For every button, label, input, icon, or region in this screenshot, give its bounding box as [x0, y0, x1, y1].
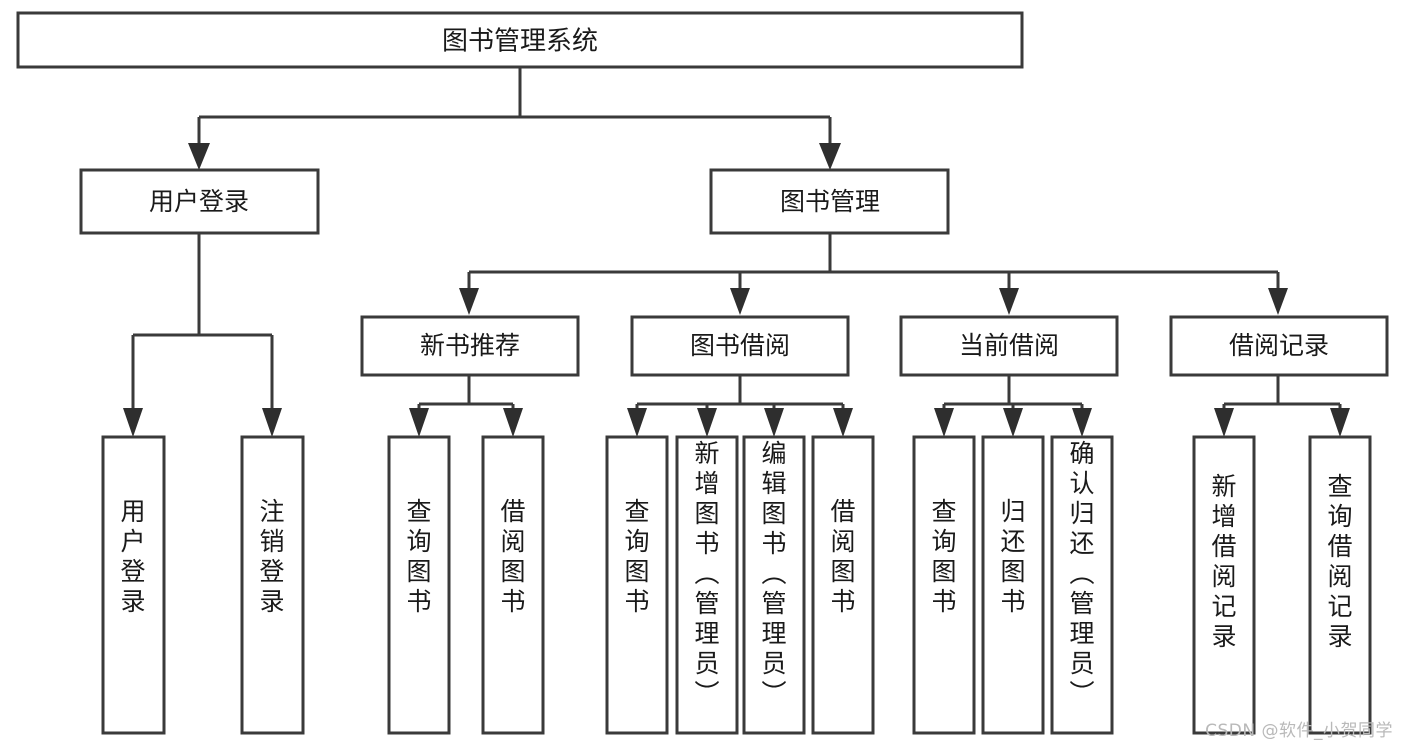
- node-current-borrow-label: 当前借阅: [959, 331, 1059, 360]
- connector-layer: [123, 67, 1350, 437]
- node-current-borrow-box[interactable]: [899, 315, 1119, 377]
- leaf-query-book-2[interactable]: 查询图书: [605, 435, 669, 735]
- arrow-head-leaf-add-record: [1214, 408, 1234, 437]
- leaf-user-login-box[interactable]: [101, 435, 166, 735]
- leaf-edit-book-label: 编辑图书︵管理员︶: [761, 439, 786, 708]
- node-borrow-record[interactable]: 借阅记录: [1169, 315, 1389, 377]
- leaf-query-book-3-label: 查询图书: [931, 497, 956, 616]
- leaf-borrow-book-1-box[interactable]: [481, 435, 545, 735]
- leaf-borrow-book-1-label: 借阅图书: [500, 497, 525, 616]
- arrow-head-new-book-recommend: [459, 288, 479, 315]
- arrow-head-leaf-query-book-1: [409, 408, 429, 437]
- node-new-book-recommend[interactable]: 新书推荐: [360, 315, 580, 377]
- node-book-borrow[interactable]: 图书借阅: [630, 315, 850, 377]
- leaf-add-book[interactable]: 新增图书︵管理员︶: [675, 435, 739, 735]
- node-user-login-box[interactable]: [79, 168, 320, 235]
- node-book-manage-box[interactable]: [709, 168, 950, 235]
- arrow-head-leaf-confirm-return: [1072, 408, 1092, 437]
- leaf-query-book-1-box[interactable]: [387, 435, 451, 735]
- leaf-return-book-box[interactable]: [981, 435, 1045, 735]
- arrow-head-leaf-borrow-book-1: [503, 408, 523, 437]
- node-book-manage[interactable]: 图书管理: [709, 168, 950, 235]
- leaf-query-book-2-box[interactable]: [605, 435, 669, 735]
- leaf-edit-book-box[interactable]: [742, 435, 806, 735]
- leaf-borrow-book-2-label: 借阅图书: [830, 497, 855, 616]
- node-root[interactable]: 图书管理系统: [16, 11, 1024, 69]
- arrow-head-leaf-query-record: [1330, 408, 1350, 437]
- leaf-logout-label: 注销登录: [259, 497, 284, 616]
- leaf-borrow-book-2[interactable]: 借阅图书: [811, 435, 875, 735]
- leaf-query-book-3-box[interactable]: [912, 435, 976, 735]
- leaf-add-book-box[interactable]: [675, 435, 739, 735]
- arrow-head-book-borrow: [730, 288, 750, 315]
- leaf-add-book-label: 新增图书︵管理员︶: [694, 439, 719, 708]
- arrow-head-borrow-record: [1268, 288, 1288, 315]
- node-user-login[interactable]: 用户登录: [79, 168, 320, 235]
- arrow-head-leaf-query-book-3: [934, 408, 954, 437]
- arrow-head-leaf-borrow-book-2: [833, 408, 853, 437]
- arrow-head-current-borrow: [999, 288, 1019, 315]
- arrow-head-leaf-add-book: [697, 408, 717, 437]
- leaf-logout[interactable]: 注销登录: [240, 435, 305, 735]
- arrow-head-user-login: [188, 143, 210, 170]
- leaf-add-record-label: 新增借阅记录: [1211, 472, 1236, 651]
- leaf-edit-book[interactable]: 编辑图书︵管理员︶: [742, 435, 806, 735]
- leaf-query-book-2-label: 查询图书: [624, 497, 649, 616]
- arrow-head-leaf-edit-book: [764, 408, 784, 437]
- node-root-box[interactable]: [16, 11, 1024, 69]
- leaf-borrow-book-2-box[interactable]: [811, 435, 875, 735]
- node-user-login-label: 用户登录: [149, 187, 249, 216]
- node-root-label: 图书管理系统: [442, 27, 598, 57]
- leaf-user-login-label: 用户登录: [120, 497, 145, 616]
- leaf-add-record-box[interactable]: [1192, 435, 1256, 735]
- leaf-add-record[interactable]: 新增借阅记录: [1192, 435, 1256, 735]
- leaf-return-book[interactable]: 归还图书: [981, 435, 1045, 735]
- node-current-borrow[interactable]: 当前借阅: [899, 315, 1119, 377]
- leaf-confirm-return-box[interactable]: [1050, 435, 1114, 735]
- leaf-query-record-box[interactable]: [1308, 435, 1372, 735]
- leaf-return-book-label: 归还图书: [1000, 497, 1025, 616]
- arrow-head-book-manage: [819, 143, 841, 170]
- leaf-confirm-return[interactable]: 确认归还︵管理员︶: [1050, 435, 1114, 735]
- arrow-head-leaf-user-login: [123, 408, 143, 437]
- leaf-query-book-1-label: 查询图书: [406, 497, 431, 616]
- leaf-borrow-book-1[interactable]: 借阅图书: [481, 435, 545, 735]
- leaf-query-book-1[interactable]: 查询图书: [387, 435, 451, 735]
- arrow-head-leaf-logout: [262, 408, 282, 437]
- node-borrow-record-label: 借阅记录: [1229, 331, 1329, 360]
- node-book-manage-label: 图书管理: [780, 187, 880, 216]
- node-book-borrow-label: 图书借阅: [690, 331, 790, 360]
- node-borrow-record-box[interactable]: [1169, 315, 1389, 377]
- leaf-query-book-3[interactable]: 查询图书: [912, 435, 976, 735]
- leaf-query-record-label: 查询借阅记录: [1327, 472, 1352, 651]
- arrow-head-leaf-return-book: [1003, 408, 1023, 437]
- leaf-confirm-return-label: 确认归还︵管理员︶: [1069, 439, 1094, 708]
- leaf-query-record[interactable]: 查询借阅记录: [1308, 435, 1372, 735]
- node-new-book-recommend-label: 新书推荐: [420, 331, 520, 360]
- leaf-user-login[interactable]: 用户登录: [101, 435, 166, 735]
- leaf-logout-box[interactable]: [240, 435, 305, 735]
- node-book-borrow-box[interactable]: [630, 315, 850, 377]
- arrow-head-leaf-query-book-2: [627, 408, 647, 437]
- node-new-book-recommend-box[interactable]: [360, 315, 580, 377]
